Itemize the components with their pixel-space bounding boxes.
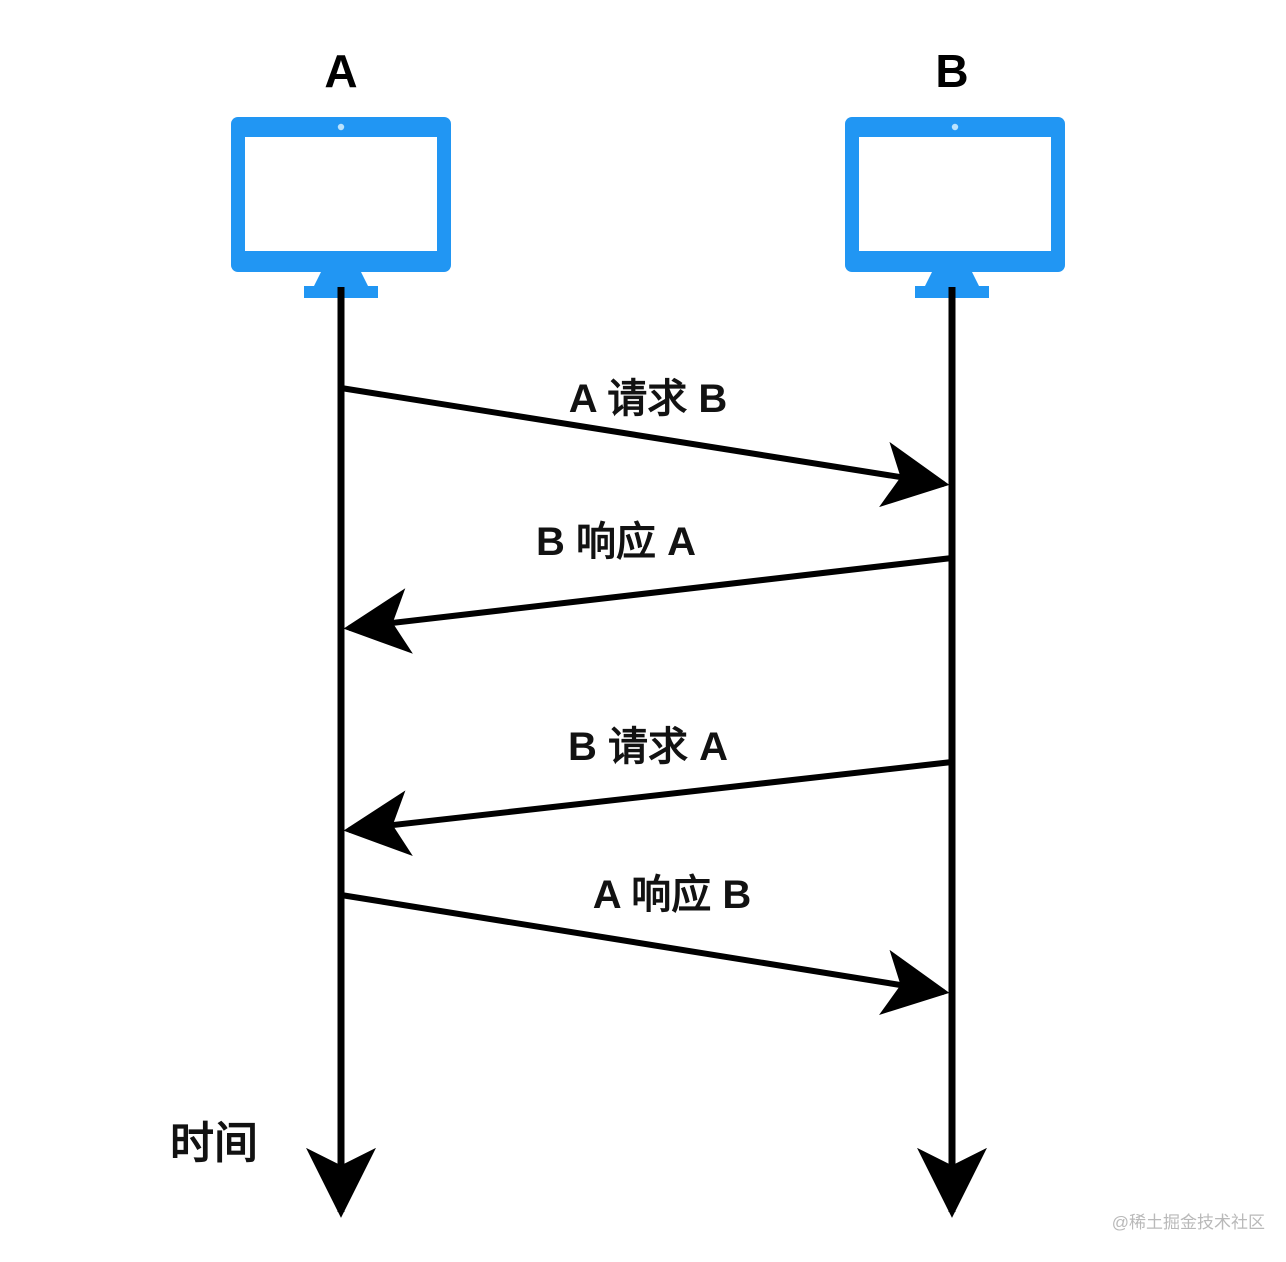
message-4[interactable]: A 响应 B <box>340 873 950 1015</box>
message-2[interactable]: B 响应 A <box>343 520 953 654</box>
message-3-label: B 请求 A <box>568 725 728 769</box>
message-1-arrow <box>340 385 950 508</box>
participant-b[interactable]: B <box>845 45 1065 1218</box>
desktop-monitor-icon <box>231 117 451 298</box>
participant-a-label: A <box>324 45 357 97</box>
message-3[interactable]: B 请求 A <box>343 725 953 857</box>
watermark: @稀土掘金技术社区 <box>1112 1213 1265 1232</box>
message-1[interactable]: A 请求 B <box>340 377 950 508</box>
message-3-arrow <box>343 759 953 857</box>
message-4-arrow <box>340 892 950 1015</box>
message-2-label: B 响应 A <box>536 520 696 564</box>
time-axis-label: 时间 <box>170 1119 258 1168</box>
message-1-label: A 请求 B <box>569 377 728 421</box>
message-2-arrow <box>343 555 953 654</box>
participant-b-label: B <box>935 45 968 97</box>
participant-a[interactable]: A <box>231 45 451 1218</box>
message-4-label: A 响应 B <box>593 873 752 917</box>
desktop-monitor-icon <box>845 117 1065 298</box>
